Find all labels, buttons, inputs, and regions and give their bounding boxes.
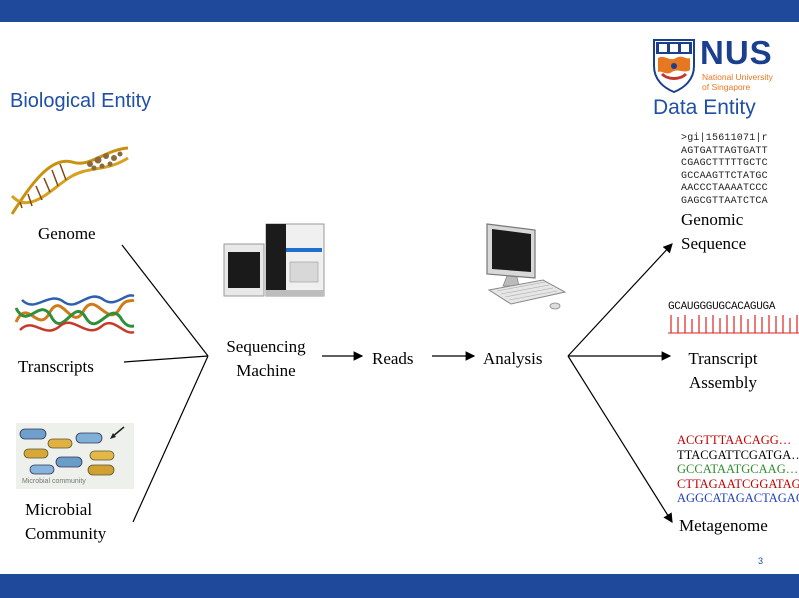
fasta-line: GAGCGTTAATCTCA: [681, 195, 768, 207]
genomic-label-line2: Sequence: [681, 234, 747, 253]
fasta-line: >gi|15611071|r: [681, 133, 768, 144]
transcripts-image: [14, 294, 135, 334]
sequencing-label-line2: Machine: [236, 361, 296, 380]
nus-logo: NUS National University of Singapore: [650, 34, 775, 94]
fasta-line: GCCAAGTTCTATGC: [681, 170, 768, 182]
arrow-analysis-to-genomic: [567, 243, 673, 357]
computer-image: [486, 223, 567, 310]
chromatogram-bases: GCAUGGGUGCACAGUGA: [668, 301, 776, 313]
metagenome-label: Metagenome: [679, 516, 768, 535]
transcript-label-line1: Transcript: [688, 349, 758, 368]
dna-helix-image: [10, 146, 129, 215]
genomic-sequence-label: Genomic Sequence: [681, 208, 746, 256]
transcript-label-line2: Assembly: [689, 373, 757, 392]
microbial-community-label: Microbial Community: [25, 498, 106, 546]
microbial-caption: Microbial community: [22, 478, 86, 485]
microbial-community-image: Microbial community: [16, 423, 134, 489]
line-genome-to-machine: [121, 244, 209, 357]
fasta-line: CGAGCTTTTTGCTC: [681, 158, 768, 169]
metagenome-read: CTTAGAATCGGATAG: [677, 476, 799, 491]
analysis-label: Analysis: [483, 349, 543, 368]
microbial-label-line1: Microbial: [25, 500, 93, 519]
chromatogram-image: GCAUGGGUGCACAGUGA: [668, 301, 799, 337]
line-microbial-to-machine: [132, 355, 209, 523]
fasta-line: AGTGATTAGTGATT: [681, 145, 768, 157]
nus-wordmark: NUS: [700, 34, 773, 71]
reads-label: Reads: [372, 349, 414, 368]
arrow-analysis-to-metagenome: [567, 355, 673, 524]
metagenome-reads: ACGTTTAACAGG… TTACGATTCGATGA… GCCATAATGC…: [677, 433, 799, 506]
metagenome-read: TTACGATTCGATGA…: [677, 447, 799, 462]
fasta-line: AACCCTAAAATCCC: [681, 183, 768, 194]
transcript-assembly-label: Transcript Assembly: [676, 347, 770, 395]
biological-entity-heading: Biological Entity: [10, 90, 152, 112]
top-bar: [0, 0, 799, 22]
nus-crest-icon: [653, 39, 695, 94]
nus-name-line1: National University: [702, 72, 773, 82]
genomic-sequence-text: >gi|15611071|r AGTGATTAGTGATT CGAGCTTTTT…: [681, 133, 768, 208]
nus-name-line2: of Singapore: [702, 82, 751, 92]
data-entity-heading: Data Entity: [653, 96, 756, 119]
metagenome-read: ACGTTTAACAGG…: [677, 433, 792, 447]
microbial-label-line2: Community: [25, 524, 107, 543]
metagenome-read: GCCATAATGCAAG…: [677, 462, 799, 476]
transcripts-label: Transcripts: [18, 357, 94, 376]
genome-label: Genome: [38, 224, 96, 243]
metagenome-read: AGGCATAGACTAGAC: [677, 491, 799, 505]
page-number: 3: [758, 556, 764, 566]
line-transcripts-to-machine: [123, 355, 209, 363]
bottom-bar: [0, 574, 799, 598]
sequencing-machine-label: Sequencing Machine: [216, 335, 316, 383]
sequencing-label-line1: Sequencing: [226, 337, 306, 356]
genomic-label-line1: Genomic: [681, 210, 744, 229]
sequencing-machine-image: [223, 223, 325, 297]
